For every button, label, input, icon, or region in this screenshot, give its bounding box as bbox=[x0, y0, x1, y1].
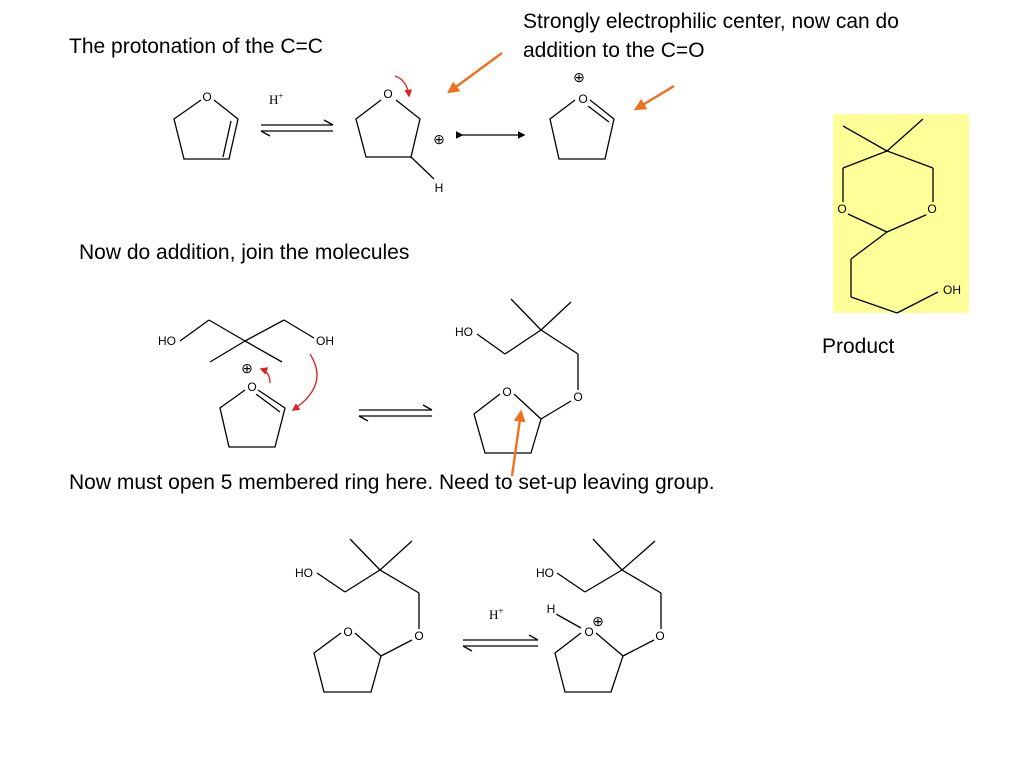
adduct-row3-right-molecule bbox=[554, 538, 662, 693]
atom-label-background bbox=[572, 390, 584, 404]
atom-label: H bbox=[435, 181, 444, 195]
curved-arrow bbox=[259, 367, 271, 384]
curved-arrow bbox=[394, 75, 413, 98]
atom-label: O bbox=[247, 380, 256, 394]
atom-label-background bbox=[201, 90, 213, 104]
atom-label-background bbox=[454, 325, 474, 339]
atom-label-background bbox=[942, 283, 962, 297]
atom-label: HO bbox=[158, 334, 176, 348]
orange-pointer-arrow bbox=[510, 409, 526, 477]
oxocarbenium-row2-molecule bbox=[219, 389, 286, 448]
proton-reagent: H+ bbox=[489, 606, 503, 622]
atom-label: O bbox=[584, 625, 593, 639]
atom-label: O bbox=[927, 202, 936, 216]
protonation-caption: The protonation of the C=C bbox=[69, 35, 323, 58]
positive-charge-icon: ⊕ bbox=[241, 360, 253, 376]
atom-label-background bbox=[545, 602, 557, 616]
atom-label: O bbox=[502, 385, 511, 399]
atom-label-background bbox=[294, 566, 314, 580]
equilibrium-arrow-1 bbox=[260, 119, 334, 137]
atom-label-background bbox=[583, 625, 595, 639]
atom-label-background bbox=[577, 92, 589, 106]
atom-label-background bbox=[246, 380, 258, 394]
positive-charge-icon: ⊕ bbox=[433, 131, 445, 147]
atom-label: O bbox=[343, 625, 352, 639]
atom-label-background bbox=[926, 202, 938, 216]
atom-label: O bbox=[383, 87, 392, 101]
equilibrium-arrow-2 bbox=[358, 404, 433, 422]
atom-label: O bbox=[578, 92, 587, 106]
product-molecule bbox=[842, 118, 939, 314]
protonated-ring-molecule bbox=[355, 99, 435, 180]
atom-label-background bbox=[157, 334, 177, 348]
atom-label-background bbox=[342, 625, 354, 639]
atom-label: O bbox=[202, 90, 211, 104]
electrophilic-caption-line1: Strongly electrophilic center, now can d… bbox=[523, 10, 899, 33]
atom-label-background bbox=[501, 385, 513, 399]
electrophilic-caption-line2: addition to the C=O bbox=[523, 39, 705, 62]
dihydrofuran-molecule bbox=[173, 99, 239, 160]
equilibrium-arrow-3 bbox=[462, 634, 539, 652]
orange-pointer-arrow bbox=[447, 52, 503, 94]
atom-label: O bbox=[655, 629, 664, 643]
atom-label-background bbox=[413, 629, 425, 643]
adduct-row3-left-molecule bbox=[313, 538, 420, 693]
adduct-row2-molecule bbox=[473, 298, 579, 454]
atom-label: OH bbox=[316, 334, 334, 348]
oxocarbenium-molecule bbox=[549, 99, 615, 160]
atom-label: HO bbox=[295, 566, 313, 580]
product-highlight-box bbox=[833, 114, 969, 313]
proton-reagent: H+ bbox=[269, 91, 283, 107]
atom-label-background bbox=[315, 334, 335, 348]
atom-label-background bbox=[382, 87, 394, 101]
diol-molecule bbox=[179, 319, 315, 363]
atom-label-background bbox=[654, 629, 666, 643]
atom-label: HO bbox=[536, 566, 554, 580]
atom-label-background bbox=[535, 566, 555, 580]
atom-label: O bbox=[837, 202, 846, 216]
atom-label-background bbox=[836, 202, 848, 216]
addition-caption: Now do addition, join the molecules bbox=[79, 241, 410, 264]
positive-charge-icon: ⊕ bbox=[573, 69, 585, 85]
product-label: Product bbox=[822, 335, 895, 358]
atom-label: O bbox=[414, 629, 423, 643]
atom-label: O bbox=[573, 390, 582, 404]
atom-label-background bbox=[433, 181, 445, 195]
orange-pointer-arrow bbox=[633, 84, 675, 111]
atom-label: H bbox=[547, 602, 556, 616]
atom-label: OH bbox=[943, 283, 961, 297]
open-ring-caption: Now must open 5 membered ring here. Need… bbox=[69, 471, 715, 494]
atom-label: HO bbox=[455, 325, 473, 339]
curved-arrow bbox=[291, 353, 318, 411]
positive-charge-icon: ⊕ bbox=[592, 613, 604, 629]
